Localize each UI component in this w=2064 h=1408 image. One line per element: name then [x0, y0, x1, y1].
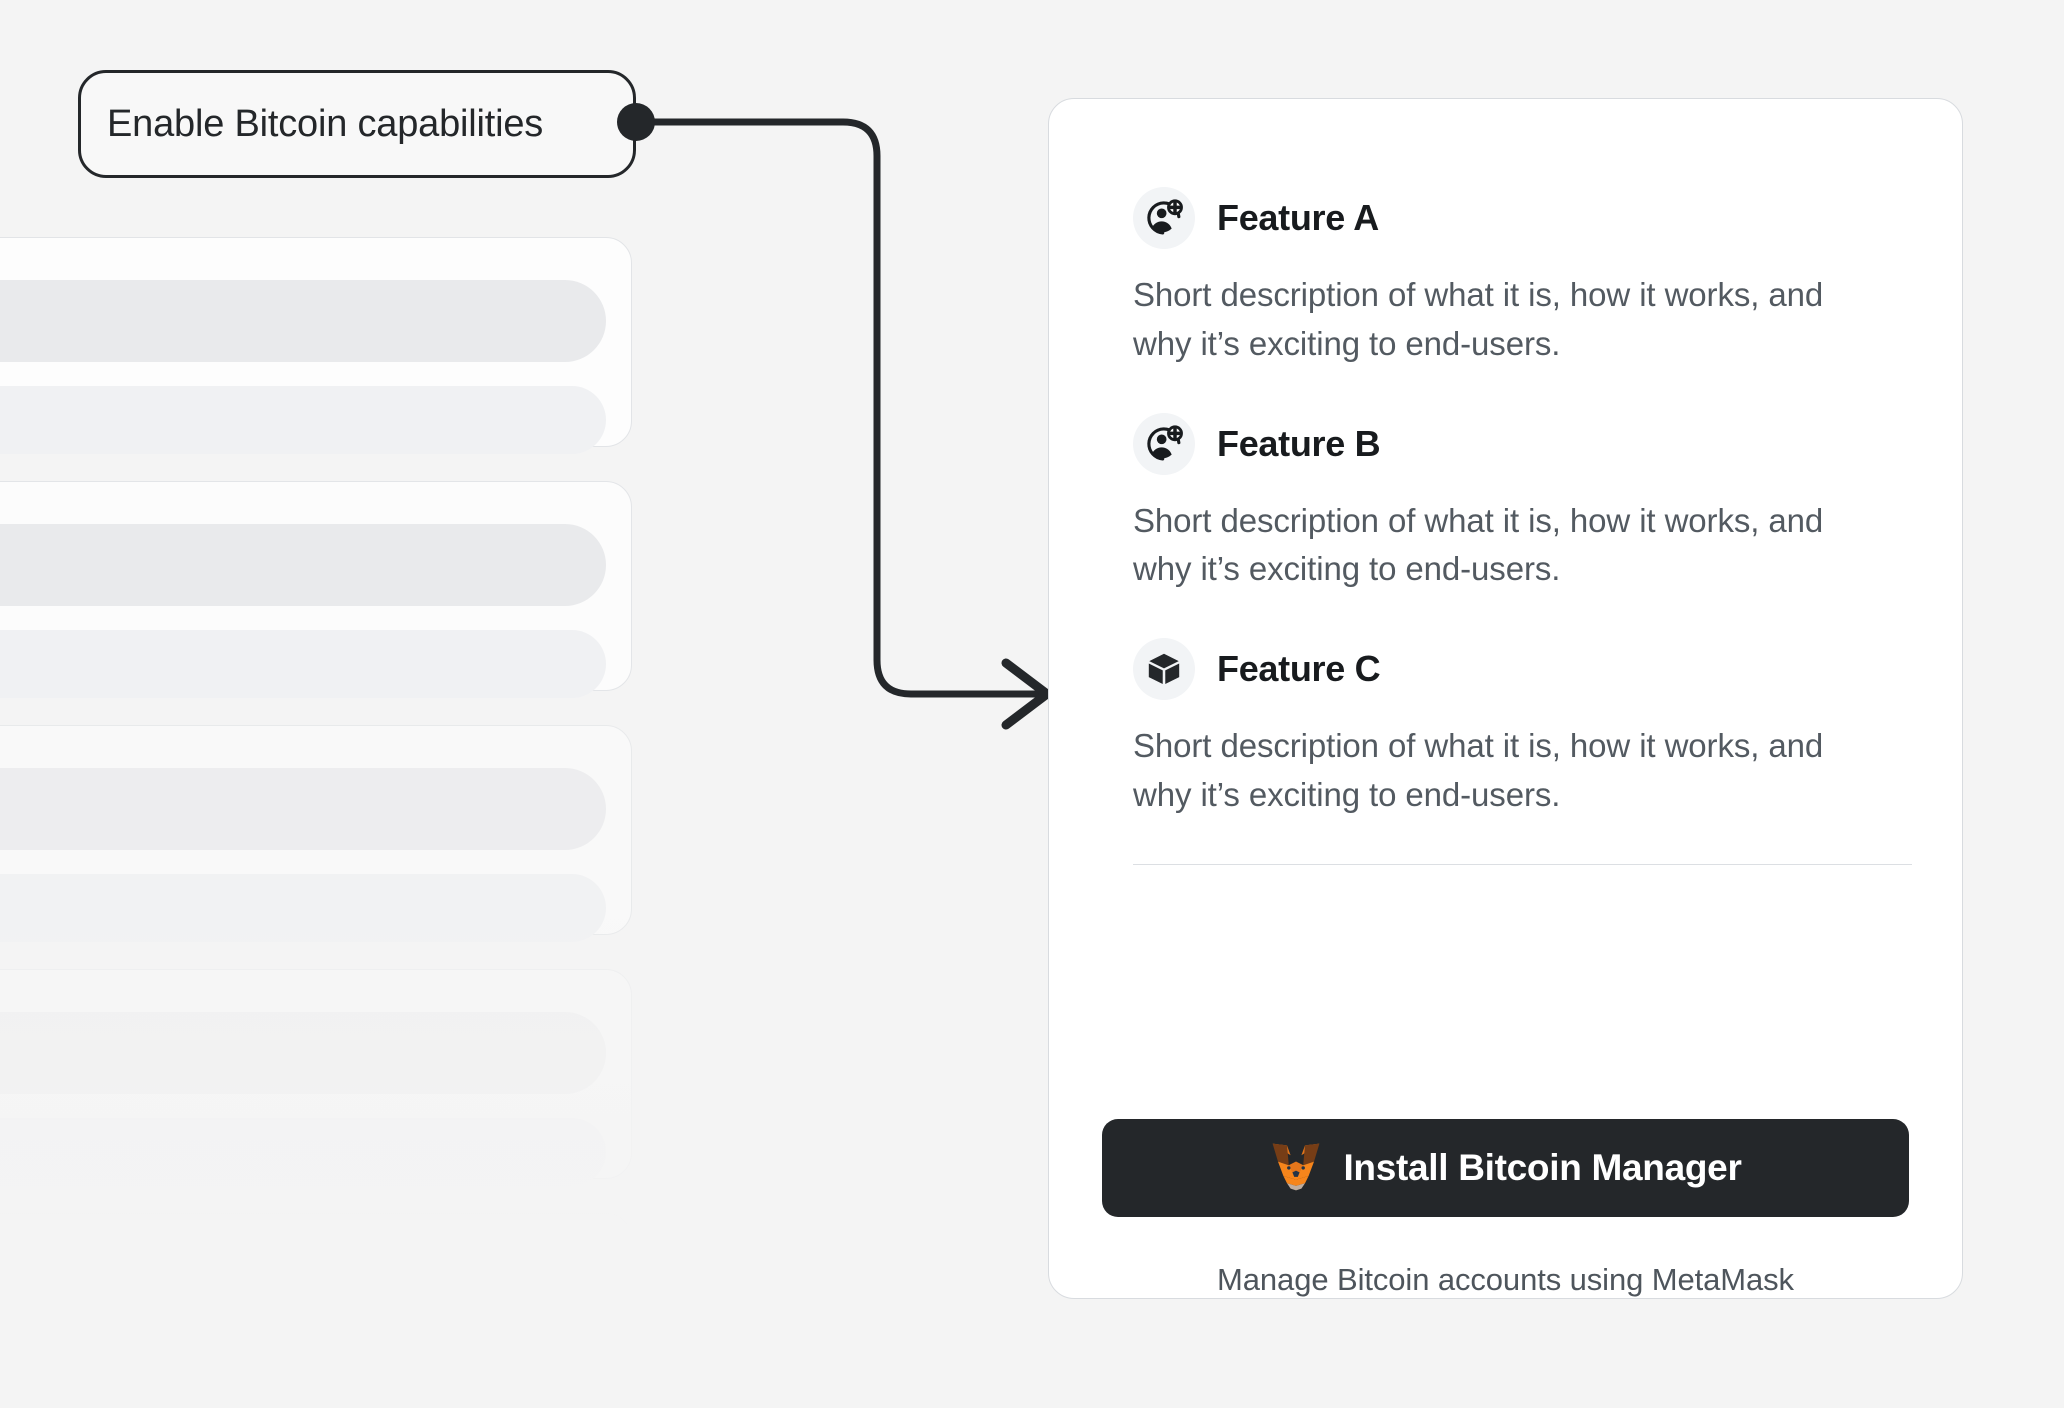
skeleton-bar-primary: [0, 280, 606, 362]
feature-header: Feature A: [1133, 187, 1912, 249]
feature-title: Feature A: [1217, 197, 1380, 238]
skeleton-card: [0, 725, 632, 942]
feature-item: Feature B Short description of what it i…: [1133, 412, 1912, 595]
feature-item: Feature A Short description of what it i…: [1133, 187, 1912, 369]
skeleton-card: [0, 969, 632, 1186]
metamask-fox-icon: [1269, 1141, 1323, 1196]
feature-description: Short description of what it is, how it …: [1133, 276, 1824, 362]
feature-list: Feature A Short description of what it i…: [1049, 99, 1962, 1051]
skeleton-bar-primary: [0, 768, 606, 850]
user-plus-icon: [1133, 412, 1195, 475]
skeleton-bar-primary: [0, 524, 606, 606]
user-plus-icon: [1133, 187, 1195, 249]
feature-header: Feature C: [1133, 638, 1912, 701]
install-bitcoin-manager-button[interactable]: Install Bitcoin Manager: [1102, 1119, 1909, 1217]
feature-item: Feature C Short description of what it i…: [1133, 638, 1912, 820]
skeleton-bar-secondary: [0, 874, 606, 942]
install-button-label: Install Bitcoin Manager: [1343, 1147, 1742, 1188]
callout-label: Enable Bitcoin capabilities: [78, 70, 636, 178]
skeleton-card: [0, 237, 632, 454]
feature-card: Feature A Short description of what it i…: [1048, 98, 1963, 1299]
skeleton-bar-primary: [0, 1256, 606, 1338]
skeleton-bar-secondary: [0, 1362, 606, 1408]
skeleton-card-list: [0, 237, 632, 1408]
skeleton-card: [0, 1213, 632, 1408]
callout-label-text: Enable Bitcoin capabilities: [107, 102, 544, 145]
skeleton-card: [0, 481, 632, 698]
feature-description: Short description of what it is, how it …: [1133, 501, 1824, 588]
card-divider: [1133, 863, 1912, 866]
feature-description: Short description of what it is, how it …: [1133, 727, 1824, 814]
skeleton-bar-primary: [0, 1012, 606, 1094]
skeleton-bar-secondary: [0, 630, 606, 698]
cube-icon: [1133, 638, 1195, 701]
feature-title: Feature B: [1217, 422, 1381, 464]
install-caption: Manage Bitcoin accounts using MetaMask: [1217, 1262, 1794, 1297]
card-footer: Install Bitcoin Manager Manage Bitcoin a…: [1049, 1051, 1962, 1298]
feature-header: Feature B: [1133, 412, 1912, 475]
feature-title: Feature C: [1217, 648, 1381, 690]
skeleton-bar-secondary: [0, 386, 606, 454]
skeleton-bar-secondary: [0, 1118, 606, 1186]
